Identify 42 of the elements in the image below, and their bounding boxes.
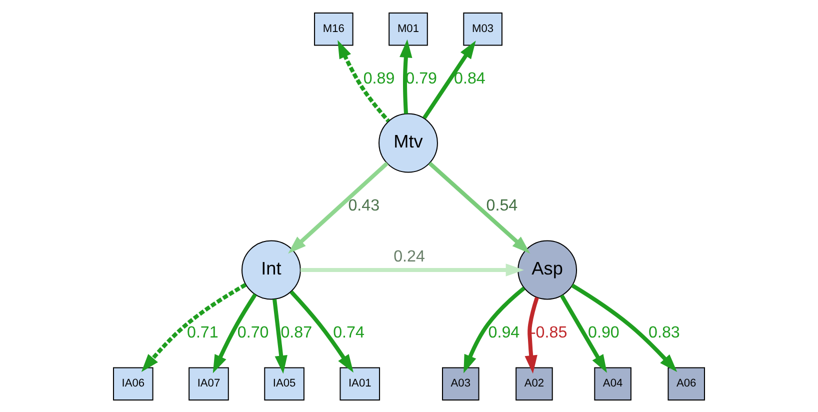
arrow <box>141 282 247 372</box>
arrow <box>300 263 524 276</box>
node-circle: Int <box>241 240 301 300</box>
node-box: A06 <box>668 366 705 400</box>
edge-label: 0.94 <box>488 322 520 341</box>
node-box: M01 <box>388 12 428 46</box>
arrow <box>560 294 607 372</box>
edge-label: 0.24 <box>394 247 425 266</box>
edge-label: 0.79 <box>406 68 438 87</box>
arrow <box>464 286 526 373</box>
node-box: A02 <box>516 366 553 400</box>
node-box: IA01 <box>340 366 380 400</box>
arrow <box>338 40 390 122</box>
node-box: IA06 <box>113 366 154 400</box>
arrow <box>422 40 476 119</box>
node-box: A03 <box>442 366 480 400</box>
arrow <box>524 296 539 374</box>
node-circle: Mtv <box>378 112 438 172</box>
edge-label: 0.71 <box>187 322 218 341</box>
edge-label: 0.70 <box>237 322 269 341</box>
edge-label: 0.90 <box>588 322 620 341</box>
edge-label: -0.85 <box>530 322 568 341</box>
arrow <box>428 161 530 254</box>
edge-label: 0.84 <box>454 68 486 87</box>
edge-label: 0.89 <box>363 68 395 87</box>
edge-label: 0.87 <box>280 322 312 341</box>
node-box: A04 <box>594 366 632 400</box>
arrow <box>212 292 257 373</box>
arrow <box>571 283 678 372</box>
node-box: IA07 <box>188 366 229 400</box>
edge-label: 0.43 <box>348 196 380 214</box>
node-box: M03 <box>463 12 502 46</box>
edge-label: 0.54 <box>486 196 518 214</box>
arrow <box>272 298 288 374</box>
node-box: IA05 <box>264 366 304 400</box>
node-circle: Asp <box>518 240 578 300</box>
arrow <box>400 38 412 114</box>
arrow <box>290 290 354 372</box>
arrow <box>288 161 388 254</box>
edge-label: 0.74 <box>333 322 364 341</box>
edge-label: 0.83 <box>648 322 680 341</box>
node-box: M16 <box>314 12 354 46</box>
